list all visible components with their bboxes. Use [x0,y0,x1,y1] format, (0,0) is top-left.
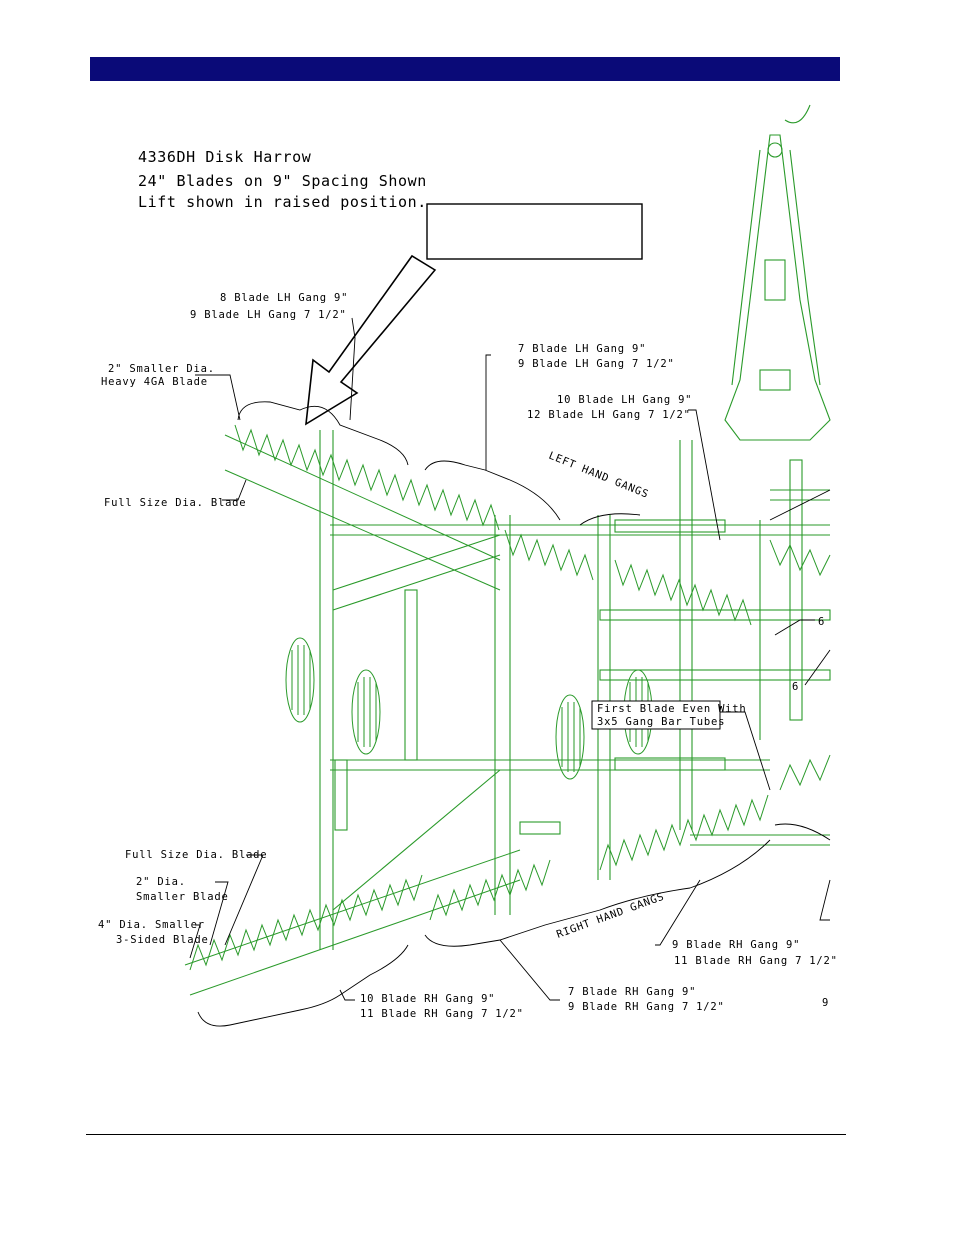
label-two-dia-1: 2" Dia. [136,876,186,888]
title-line-3: Lift shown in raised position. [138,193,427,211]
label-lh12: 12 Blade LH Gang 7 1/2" [527,409,691,421]
label-full-size-bottom: Full Size Dia. Blade [125,849,267,861]
label-rh7: 7 Blade RH Gang 9" [568,986,696,998]
label-smaller-dia: 2" Smaller Dia. [108,363,215,375]
label-right-hand-gangs: RIGHT HAND GANGS [555,891,666,941]
label-left-hand-gangs: LEFT HAND GANGS [547,450,651,501]
label-first-blade-1: First Blade Even With [597,703,747,715]
pointer-arrow [305,254,437,426]
footer-rule [86,1134,846,1135]
callout-box [426,203,643,260]
label-lh9: 9 Blade LH Gang 7 1/2" [190,309,347,321]
label-heavy-blade: Heavy 4GA Blade [101,376,208,388]
label-four-dia-1: 4" Dia. Smaller [98,919,205,931]
label-two-dia-2: Smaller Blade [136,891,229,903]
label-rh9: 9 Blade RH Gang 9" [672,939,800,951]
first-blade-box [591,700,721,730]
label-four-dia-2: 3-Sided Blade [116,934,209,946]
label-lh8: 8 Blade LH Gang 9" [220,292,348,304]
label-lh7: 7 Blade LH Gang 9" [518,343,646,355]
label-rh11: 11 Blade RH Gang 7 1/2" [674,955,838,967]
label-six-a: 6 [818,616,825,628]
gang-braces [197,401,831,1027]
label-first-blade-2: 3x5 Gang Bar Tubes [597,716,725,728]
label-rh10: 10 Blade RH Gang 9" [360,993,495,1005]
label-rh11b: 11 Blade RH Gang 7 1/2" [360,1008,524,1020]
label-full-size-top: Full Size Dia. Blade [104,497,246,509]
label-rh9b: 9 Blade RH Gang 7 1/2" [568,1001,725,1013]
header-bar [90,57,840,81]
leader-lines [189,317,831,1001]
disk-gangs [184,424,831,996]
harrow-linework [319,104,831,950]
title-line-2: 24" Blades on 9" Spacing Shown [138,172,427,190]
label-six-b: 6 [792,681,799,693]
page-number: 9 [822,997,829,1009]
label-lh9b: 9 Blade LH Gang 7 1/2" [518,358,675,370]
label-lh10: 10 Blade LH Gang 9" [557,394,692,406]
title-line-1: 4336DH Disk Harrow [138,148,312,166]
